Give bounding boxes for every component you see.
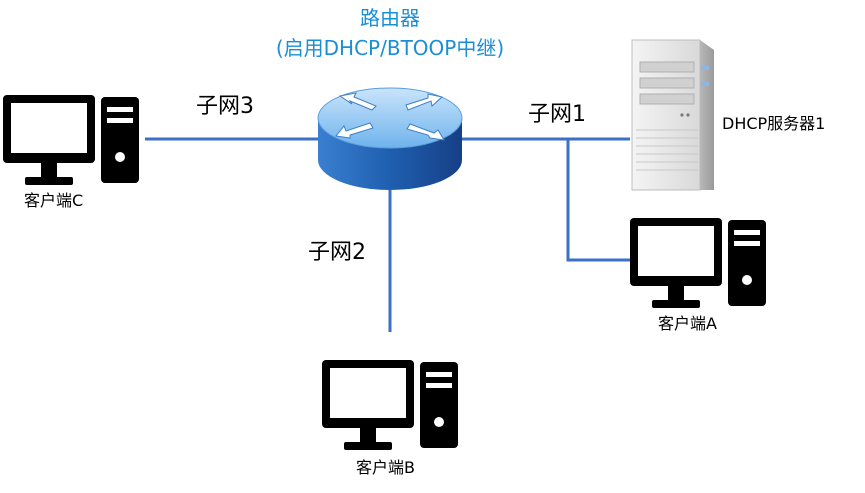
server-icon bbox=[631, 39, 714, 191]
dhcp-server-label: DHCP服务器1 bbox=[722, 114, 826, 133]
client-b-label: 客户端B bbox=[356, 458, 415, 477]
client-c-label: 客户端C bbox=[24, 191, 84, 210]
router-title: 路由器 bbox=[360, 6, 420, 30]
router-icon bbox=[317, 87, 463, 190]
subnet-3-label: 子网3 bbox=[196, 94, 254, 119]
link-client-a bbox=[566, 139, 630, 262]
client-a-label: 客户端A bbox=[658, 314, 717, 333]
computer-icon bbox=[322, 360, 458, 450]
subnet-1-label: 子网1 bbox=[528, 102, 586, 127]
router-subtitle: (启用DHCP/BTOOP中继) bbox=[275, 36, 505, 60]
links bbox=[145, 137, 630, 332]
subnet-2-label: 子网2 bbox=[308, 240, 366, 265]
computer-icon bbox=[3, 95, 139, 185]
computer-icon bbox=[630, 218, 766, 308]
